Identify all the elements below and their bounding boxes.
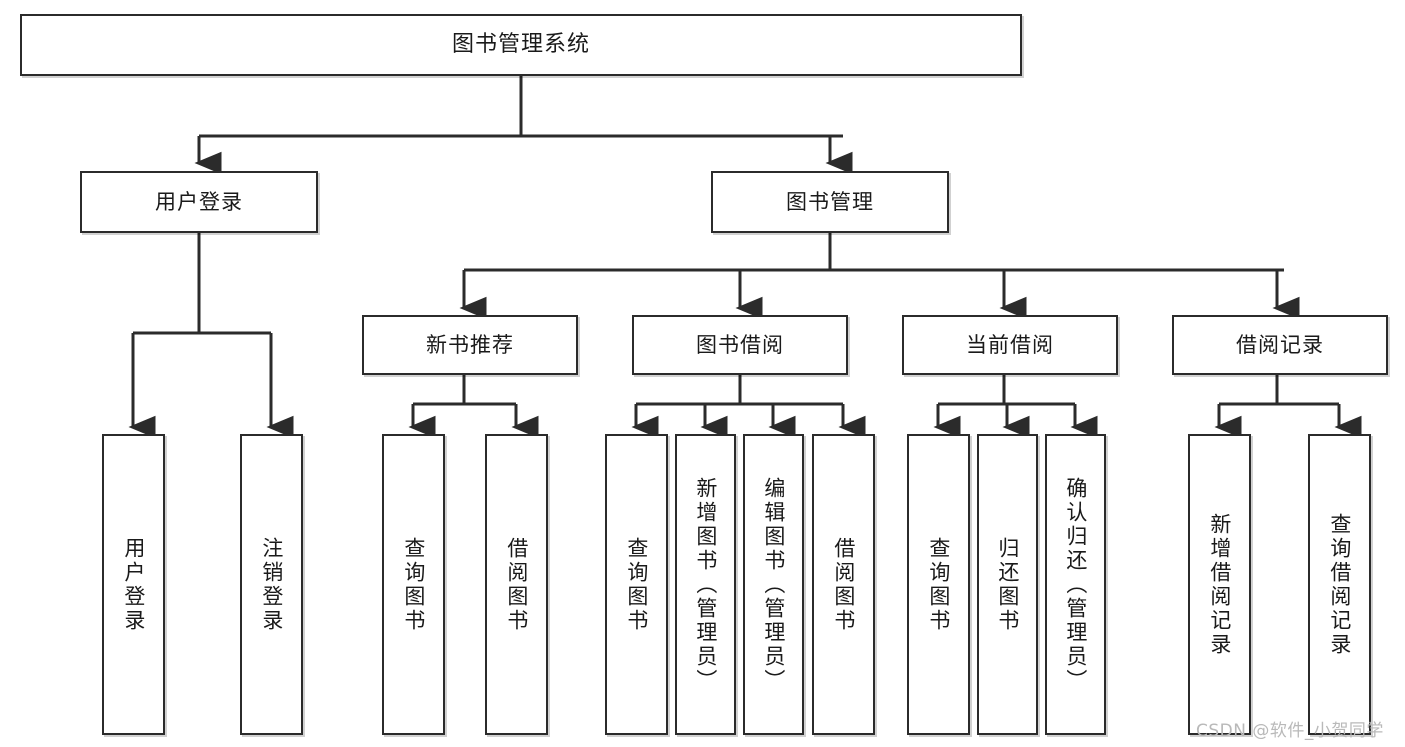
- node-root-system[interactable]: 图书管理系统: [20, 14, 1022, 76]
- leaf-logout[interactable]: 注销登录: [240, 434, 303, 735]
- node-label: 新书推荐: [426, 332, 514, 357]
- node-book-borrow[interactable]: 图书借阅: [632, 315, 848, 375]
- node-label: 当前借阅: [966, 332, 1054, 357]
- leaf-edit-book-admin[interactable]: 编辑图书（管理员）: [743, 434, 804, 735]
- node-label: 用户登录: [155, 189, 243, 214]
- node-label: 图书借阅: [696, 332, 784, 357]
- node-borrow-records[interactable]: 借阅记录: [1172, 315, 1388, 375]
- node-label: 查询借阅记录: [1327, 512, 1352, 657]
- node-label: 新增借阅记录: [1207, 512, 1232, 657]
- leaf-return-book[interactable]: 归还图书: [977, 434, 1038, 735]
- leaf-query-borrow-record[interactable]: 查询借阅记录: [1308, 434, 1371, 735]
- node-label: 编辑图书（管理员）: [761, 476, 786, 693]
- node-label: 查询图书: [401, 536, 426, 633]
- node-label: 用户登录: [121, 536, 146, 633]
- node-label: 新增图书（管理员）: [693, 476, 718, 693]
- node-label: 借阅图书: [504, 536, 529, 633]
- leaf-borrow-book-nb[interactable]: 借阅图书: [485, 434, 548, 735]
- leaf-query-book-nb[interactable]: 查询图书: [382, 434, 445, 735]
- leaf-add-book-admin[interactable]: 新增图书（管理员）: [675, 434, 736, 735]
- node-label: 图书管理系统: [451, 32, 590, 58]
- node-user-login[interactable]: 用户登录: [80, 171, 318, 233]
- node-label: 查询图书: [926, 536, 951, 633]
- node-book-management[interactable]: 图书管理: [711, 171, 949, 233]
- node-new-book-recommend[interactable]: 新书推荐: [362, 315, 578, 375]
- leaf-confirm-return-admin[interactable]: 确认归还（管理员）: [1045, 434, 1106, 735]
- node-label: 归还图书: [995, 536, 1020, 633]
- node-label: 图书管理: [786, 189, 874, 214]
- node-label: 借阅记录: [1236, 332, 1324, 357]
- leaf-query-book-bw[interactable]: 查询图书: [605, 434, 668, 735]
- node-label: 确认归还（管理员）: [1063, 476, 1088, 693]
- leaf-add-borrow-record[interactable]: 新增借阅记录: [1188, 434, 1251, 735]
- leaf-user-login[interactable]: 用户登录: [102, 434, 165, 735]
- node-current-borrow[interactable]: 当前借阅: [902, 315, 1118, 375]
- node-label: 借阅图书: [831, 536, 856, 633]
- node-label: 注销登录: [259, 536, 284, 633]
- leaf-query-book-cu[interactable]: 查询图书: [907, 434, 970, 735]
- leaf-borrow-book-bw[interactable]: 借阅图书: [812, 434, 875, 735]
- node-label: 查询图书: [624, 536, 649, 633]
